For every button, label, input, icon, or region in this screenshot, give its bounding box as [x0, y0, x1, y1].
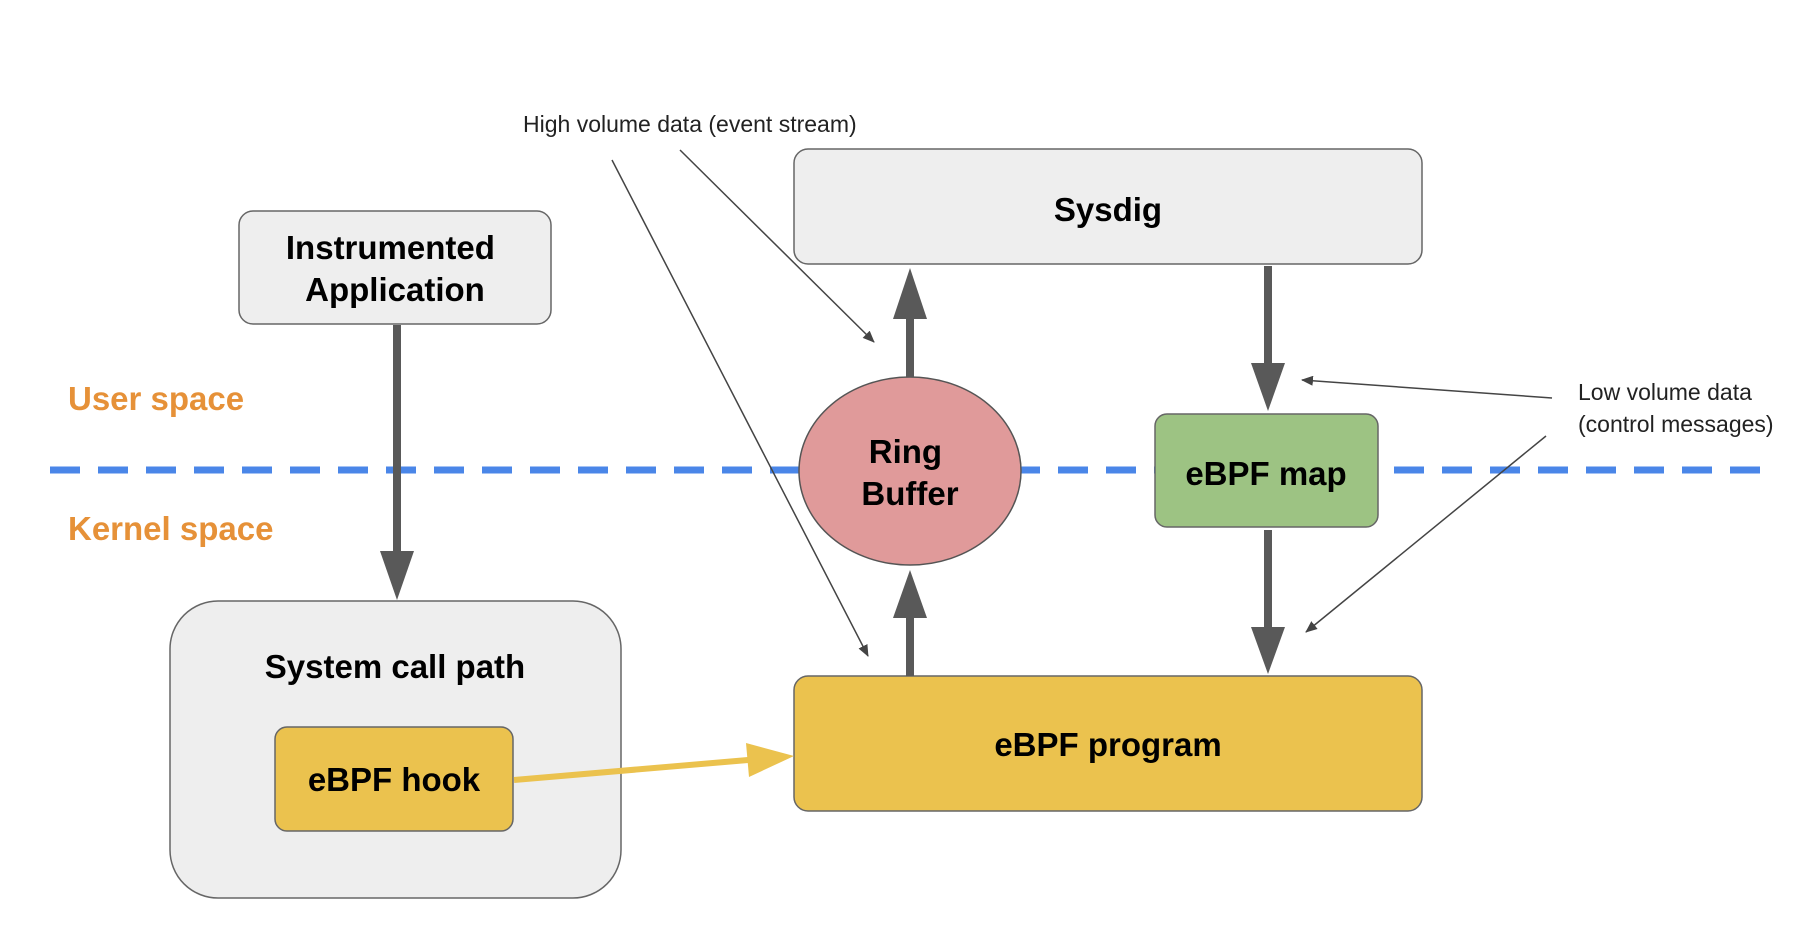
ring-buffer-label: Ring Buffer — [861, 433, 958, 512]
sysdig-box — [793, 148, 1423, 265]
high-volume-pointer-to-ring-buffer — [679, 149, 875, 343]
high-volume-annotation: High volume data (event stream) — [523, 111, 857, 137]
program-to-ring-buffer-arrow — [893, 570, 927, 676]
low-volume-pointer-to-program-arrow — [1305, 435, 1547, 633]
high-volume-pointer-to-program — [611, 159, 869, 657]
instrumented-application-node: Instrumented Application — [238, 210, 552, 325]
ebpf-map-label: eBPF map — [1185, 455, 1346, 492]
sysdig-label: Sysdig — [1054, 191, 1162, 228]
low-volume-pointer-to-map-arrow — [1301, 375, 1553, 399]
application-to-syscall-arrow — [380, 325, 414, 600]
instrumented-application-line-1: Instrumented — [286, 229, 495, 266]
kernel-space-label: Kernel space — [68, 510, 273, 547]
ebpf-program-box — [793, 675, 1423, 812]
low-volume-annotation: Low volume data (control messages) — [1578, 379, 1774, 437]
ring-buffer-line-1: Ring — [869, 433, 942, 470]
low-volume-line-2: (control messages) — [1578, 411, 1774, 437]
ebpf-map-node: eBPF map — [1154, 413, 1379, 528]
ring-buffer-circle — [798, 376, 1022, 566]
ring-buffer-node: Ring Buffer — [798, 376, 1022, 566]
ebpf-map-box — [1154, 413, 1379, 528]
hook-to-program-arrow — [513, 743, 794, 783]
instrumented-application-line-2: Application — [305, 271, 485, 308]
map-to-program-arrow — [1251, 530, 1285, 674]
instrumented-application-box — [238, 210, 552, 325]
low-volume-line-1: Low volume data — [1578, 379, 1752, 405]
ring-buffer-line-2: Buffer — [861, 475, 958, 512]
ebpf-hook-label: eBPF hook — [308, 761, 481, 798]
system-call-path-label: System call path — [265, 648, 525, 685]
user-space-label: User space — [68, 380, 244, 417]
ring-buffer-to-sysdig-arrow — [893, 268, 927, 377]
sysdig-node: Sysdig — [793, 148, 1423, 265]
ebpf-program-label: eBPF program — [994, 726, 1221, 763]
ebpf-hook-node: eBPF hook — [274, 726, 514, 832]
sysdig-to-map-arrow — [1251, 266, 1285, 411]
instrumented-application-label: Instrumented Application — [286, 229, 504, 308]
ebpf-program-node: eBPF program — [793, 675, 1423, 812]
ebpf-hook-box — [274, 726, 514, 832]
